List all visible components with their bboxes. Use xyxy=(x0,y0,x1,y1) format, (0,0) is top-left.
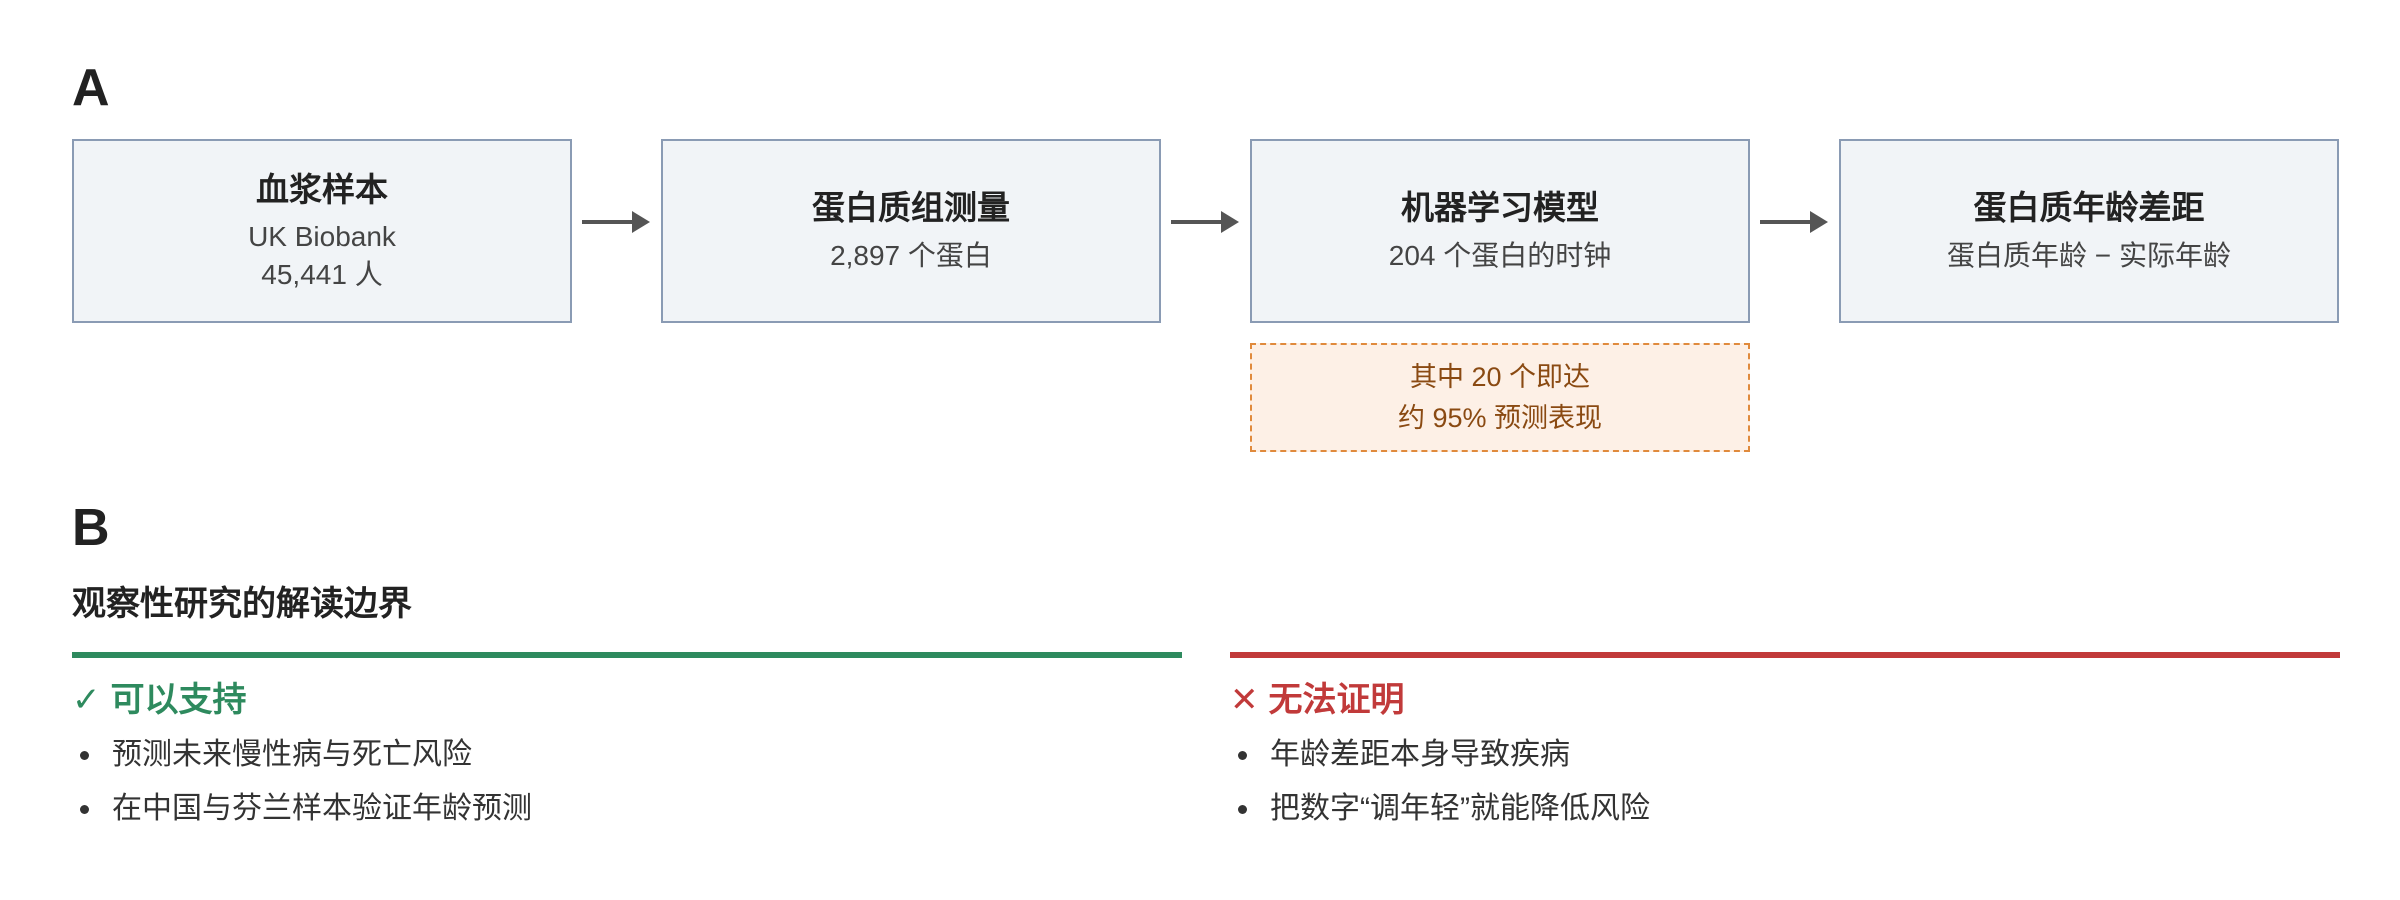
list-item: 年龄差距本身导致疾病 xyxy=(1230,735,2340,774)
bullet-icon xyxy=(80,804,89,814)
refute-divider xyxy=(1230,652,2340,658)
list-item: 把数字“调年轻”就能降低风险 xyxy=(1230,789,2340,828)
panel-b-label: B xyxy=(72,499,110,557)
flow-box-age-gap: 蛋白质年龄差距 蛋白质年龄 − 实际年龄 xyxy=(1839,139,2339,323)
check-icon: ✓ xyxy=(72,681,101,719)
support-heading: ✓ 可以支持 xyxy=(72,680,1182,721)
support-divider xyxy=(72,652,1182,658)
list-item-text: 把数字“调年轻”就能降低风险 xyxy=(1270,791,1650,825)
flow-box-line: 2,897 个蛋白 xyxy=(830,239,992,271)
section-title: 观察性研究的解读边界 xyxy=(72,585,412,623)
flow-arrow-icon xyxy=(1760,211,1828,233)
flow-box-ml-model: 机器学习模型 204 个蛋白的时钟 xyxy=(1250,139,1750,323)
bullet-icon xyxy=(80,750,89,760)
flow-box-title: 机器学习模型 xyxy=(1401,189,1599,227)
support-list: 预测未来慢性病与死亡风险 在中国与芬兰样本验证年龄预测 xyxy=(72,735,1182,828)
bullet-icon xyxy=(1238,804,1247,814)
flow-box-line: 45,441 人 xyxy=(261,258,383,290)
cross-icon: ✕ xyxy=(1230,681,1259,719)
model-note-box: 其中 20 个即达 约 95% 预测表现 xyxy=(1250,343,1750,452)
refute-heading: ✕ 无法证明 xyxy=(1230,680,2340,721)
flow-box-plasma-sample: 血浆样本 UK Biobank 45,441 人 xyxy=(72,139,572,323)
flow-box-proteomics: 蛋白质组测量 2,897 个蛋白 xyxy=(661,139,1161,323)
flow-box-title: 血浆样本 xyxy=(256,170,388,208)
flow-arrow-icon xyxy=(1171,211,1239,233)
flow-box-title: 蛋白质年龄差距 xyxy=(1973,189,2205,227)
flow-box-line: UK Biobank xyxy=(248,220,396,252)
list-item-text: 在中国与芬兰样本验证年龄预测 xyxy=(112,791,532,825)
refute-list: 年龄差距本身导致疾病 把数字“调年轻”就能降低风险 xyxy=(1230,735,2340,828)
flow-arrow-icon xyxy=(582,211,650,233)
list-item: 预测未来慢性病与死亡风险 xyxy=(72,735,1182,774)
flow-box-line: 蛋白质年龄 − 实际年龄 xyxy=(1947,239,2231,271)
flow-box-title: 蛋白质组测量 xyxy=(812,189,1010,227)
refute-heading-label: 无法证明 xyxy=(1268,681,1405,719)
support-heading-label: 可以支持 xyxy=(110,681,247,719)
list-item: 在中国与芬兰样本验证年龄预测 xyxy=(72,789,1182,828)
bullet-icon xyxy=(1238,750,1247,760)
refute-column: ✕ 无法证明 年龄差距本身导致疾病 把数字“调年轻”就能降低风险 xyxy=(1230,652,2340,843)
note-line: 约 95% 预测表现 xyxy=(1397,402,1603,433)
flow-box-line: 204 个蛋白的时钟 xyxy=(1388,239,1612,271)
panel-a-label: A xyxy=(72,59,110,117)
support-column: ✓ 可以支持 预测未来慢性病与死亡风险 在中国与芬兰样本验证年龄预测 xyxy=(72,652,1182,843)
list-item-text: 年龄差距本身导致疾病 xyxy=(1270,737,1570,771)
note-line: 其中 20 个即达 xyxy=(1409,362,1591,392)
list-item-text: 预测未来慢性病与死亡风险 xyxy=(112,737,472,771)
